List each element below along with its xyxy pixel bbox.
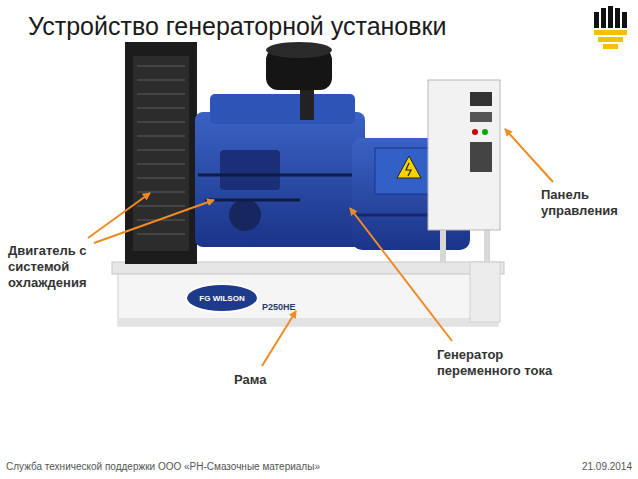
company-logo xyxy=(594,6,627,49)
base-frame xyxy=(112,262,504,326)
brand-badge: FG WILSON xyxy=(188,294,256,303)
footer-note: Служба технической поддержки ООО «РН-Сма… xyxy=(6,461,320,472)
model-plate: P250HE xyxy=(262,302,296,312)
slide-title: Устройство генераторной установки xyxy=(28,12,446,41)
engine xyxy=(195,40,365,247)
part-label: Генератор переменного тока xyxy=(437,347,572,379)
leader-lines xyxy=(88,129,553,366)
control-panel xyxy=(428,80,500,263)
part-label: Рама xyxy=(234,372,294,388)
radiator xyxy=(125,42,197,264)
footer-date: 21.09.2014 xyxy=(582,461,632,472)
part-label: Двигатель с системой охлаждения xyxy=(8,243,98,291)
part-label: Панель управления xyxy=(541,187,633,219)
